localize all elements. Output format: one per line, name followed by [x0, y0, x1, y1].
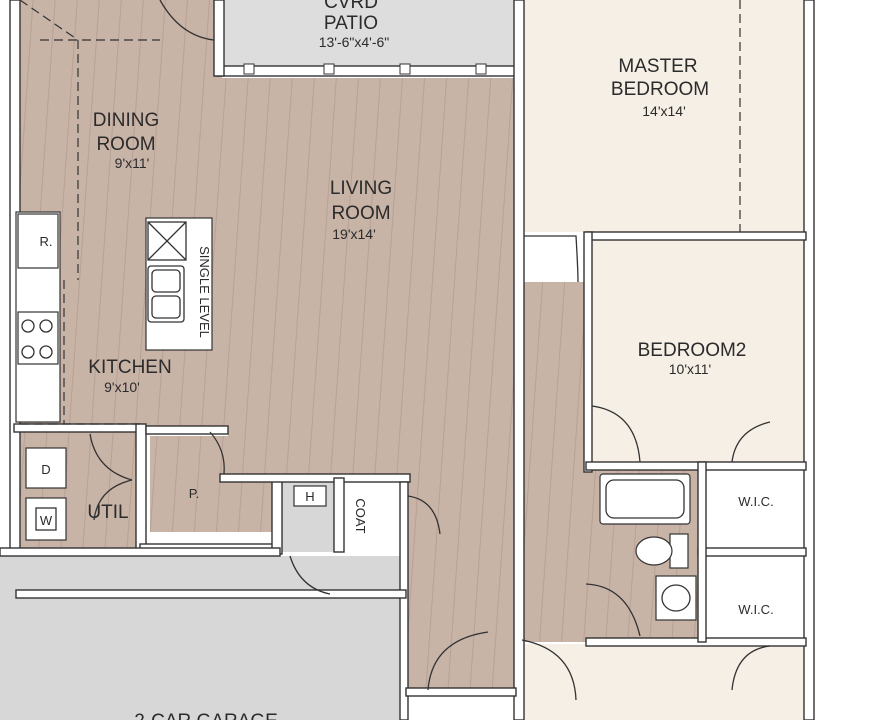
patio-left-wall [213, 0, 225, 77]
dining-name-line2: ROOM [96, 134, 155, 155]
dishwasher-icon [147, 221, 187, 261]
washer-label: W [40, 513, 53, 528]
bathtub-basin [605, 479, 685, 519]
wic-mid-wall [697, 547, 807, 557]
entry-bottom-wall [405, 687, 517, 697]
master-name-line2: BEDROOM [611, 79, 709, 100]
bedroom2-dims: 10'x11' [669, 361, 711, 377]
bedroom2-left-wall [583, 231, 593, 473]
bedroom2-floor [592, 240, 804, 464]
refrigerator [17, 213, 59, 269]
garage-name: 2-CAR GARAGE [134, 711, 278, 720]
wic-left-wall [697, 461, 707, 643]
coat-wall [333, 477, 345, 553]
dryer-label: D [41, 462, 50, 477]
center-wall [513, 0, 525, 720]
patio-posts [243, 63, 487, 75]
kitchen-bottom-wall [13, 423, 141, 433]
bedroom2-name: BEDROOM2 [638, 340, 747, 361]
sink-icon [147, 265, 185, 323]
util-right-wall [135, 423, 147, 555]
wic-lower-label: W.I.C. [738, 602, 773, 617]
living-name-line2: ROOM [331, 203, 390, 224]
wic-upper-label: W.I.C. [738, 494, 773, 509]
bath-bottom-wall [585, 637, 807, 647]
dryer [25, 447, 67, 489]
dining-dims: 9'x11' [115, 155, 150, 171]
master-bedroom-floor [522, 0, 806, 232]
pantry-top-wall [145, 425, 229, 435]
coat-closet-label: COAT [353, 498, 368, 533]
island-note: SINGLE LEVEL [197, 246, 212, 338]
garage-floor [0, 556, 408, 720]
kitchen-dims: 9'x10' [104, 379, 140, 395]
dashed-lines [19, 0, 741, 425]
util-name: UTIL [87, 502, 128, 523]
wood-floor-main [18, 0, 516, 690]
refrigerator-label: R. [40, 234, 53, 249]
washer-drum [35, 507, 57, 531]
wood-floor-hall [522, 282, 586, 642]
master-dims: 14'x14' [642, 103, 686, 119]
garage-top-wall [0, 547, 281, 557]
patio-name-line1: CVRD [324, 0, 378, 13]
walls [0, 0, 815, 720]
toilet-icon [635, 533, 689, 569]
wood-floor-areas [18, 0, 698, 690]
master-name-line1: MASTER [618, 56, 697, 77]
patio-name-line2: PATIO [324, 13, 378, 34]
pantry-name: P. [189, 486, 200, 501]
dining-name-line1: DINING [93, 110, 160, 131]
patio-post [323, 63, 335, 75]
bottom-right-floor [522, 644, 806, 720]
water-heater [293, 485, 327, 507]
kitchen-island [145, 217, 213, 351]
patio-bottom-wall [215, 65, 517, 77]
patio-post [475, 63, 487, 75]
living-dims: 19'x14' [332, 226, 376, 242]
water-heater-label: H [305, 489, 314, 504]
wood-floor-pantry [150, 436, 274, 532]
door-swings [89, 0, 771, 701]
kitchen-name: KITCHEN [88, 357, 171, 378]
patio-post [243, 63, 255, 75]
living-name-line1: LIVING [330, 178, 392, 199]
bedroom2-top-wall [585, 231, 807, 241]
lavatory-icon [655, 575, 697, 621]
garage-inner-wall [15, 589, 407, 599]
patio-dims: 13'-6"x4'-6" [319, 34, 390, 50]
pantry-right-wall [271, 477, 283, 555]
right-exterior-wall [803, 0, 815, 720]
stove-icon [17, 311, 59, 365]
washer [25, 497, 67, 541]
bathtub [599, 473, 691, 525]
patio-floor [224, 0, 514, 66]
entry-left-wall [399, 481, 409, 720]
bath-top-wall [585, 461, 807, 471]
closet-top-wall [219, 473, 411, 483]
room-labels: CVRD PATIO 13'-6"x4'-6" MASTER BEDROOM 1… [87, 0, 773, 720]
patio-post [399, 63, 411, 75]
